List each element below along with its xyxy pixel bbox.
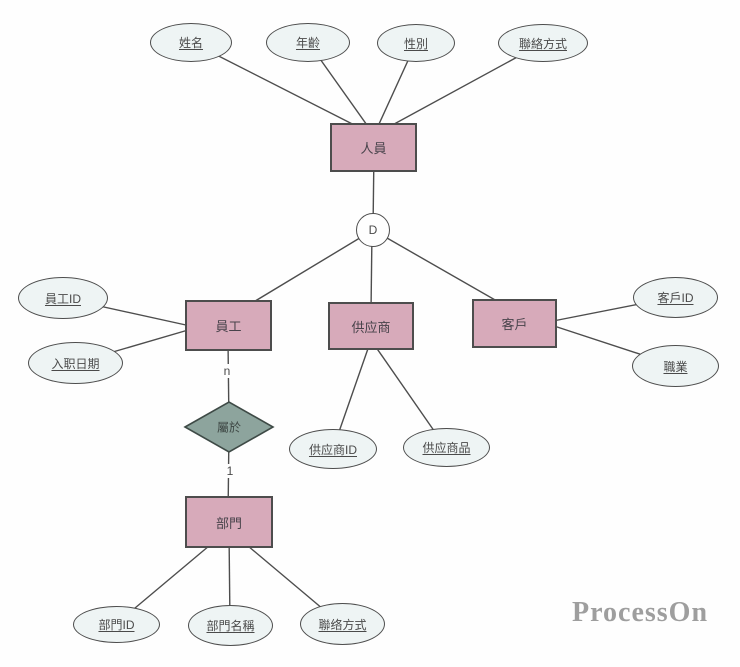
attribute-name-label: 姓名 xyxy=(178,36,203,50)
attribute-department-contact[interactable]: 聯络方式 xyxy=(300,603,385,645)
attribute-gender[interactable]: 性別 xyxy=(377,24,455,62)
attribute-hire-date-label: 入职日期 xyxy=(51,356,100,371)
attribute-occupation-label: 職業 xyxy=(663,359,688,374)
attribute-gender-label: 性別 xyxy=(403,36,428,51)
attribute-employee-id[interactable]: 員工ID xyxy=(18,277,108,319)
relationship-belongs-to-diamond[interactable] xyxy=(183,401,275,453)
entity-person[interactable]: 人員 xyxy=(330,123,417,172)
attribute-supplier-id[interactable]: 供应商ID xyxy=(289,429,377,469)
entity-supplier-label: 供应商 xyxy=(351,319,391,335)
entity-customer-label: 客戶 xyxy=(501,317,528,332)
attribute-supplier-id-label: 供应商ID xyxy=(308,442,357,457)
attribute-department-name-label: 部門名稱 xyxy=(206,619,255,633)
attribute-hire-date[interactable]: 入职日期 xyxy=(28,342,123,384)
entity-employee-label: 員工 xyxy=(215,319,242,334)
cardinality-n-label: n xyxy=(220,364,234,378)
entity-department[interactable]: 部門 xyxy=(185,496,273,548)
attribute-contact-method-label: 聯絡方式 xyxy=(518,36,567,51)
attribute-age[interactable]: 年齡 xyxy=(266,23,350,62)
connector-name-person xyxy=(190,41,375,136)
specialization-circle[interactable]: D xyxy=(356,213,390,247)
connector-specialization-customer xyxy=(372,229,517,313)
relationship-belongs-to-label: 屬於 xyxy=(216,420,242,435)
attribute-employee-id-label: 員工ID xyxy=(44,291,81,306)
processon-watermark: ProcessOn xyxy=(572,597,709,628)
entity-customer[interactable]: 客戶 xyxy=(472,299,557,348)
attribute-customer-id-label: 客戶ID xyxy=(657,291,694,305)
entity-person-label: 人員 xyxy=(360,141,387,156)
attribute-supplier-product[interactable]: 供应商品 xyxy=(403,428,490,467)
attribute-occupation[interactable]: 職業 xyxy=(632,345,719,387)
entity-employee[interactable]: 員工 xyxy=(185,300,272,351)
attribute-supplier-product-label: 供应商品 xyxy=(422,441,471,455)
connector-contact-person xyxy=(373,42,544,136)
attribute-contact-method[interactable]: 聯絡方式 xyxy=(498,24,588,62)
attribute-department-contact-label: 聯络方式 xyxy=(318,617,367,632)
attribute-name[interactable]: 姓名 xyxy=(150,23,232,62)
attribute-department-id[interactable]: 部門ID xyxy=(73,606,160,643)
attribute-age-label: 年齡 xyxy=(295,36,320,50)
connector-specialization-employee xyxy=(236,229,374,313)
attribute-department-name[interactable]: 部門名稱 xyxy=(188,605,273,646)
attribute-department-id-label: 部門ID xyxy=(98,618,135,632)
entity-supplier[interactable]: 供应商 xyxy=(328,302,414,350)
cardinality-1-label: 1 xyxy=(223,464,237,478)
attribute-customer-id[interactable]: 客戶ID xyxy=(633,277,718,318)
entity-department-label: 部門 xyxy=(215,515,242,531)
specialization-label: D xyxy=(368,223,378,237)
